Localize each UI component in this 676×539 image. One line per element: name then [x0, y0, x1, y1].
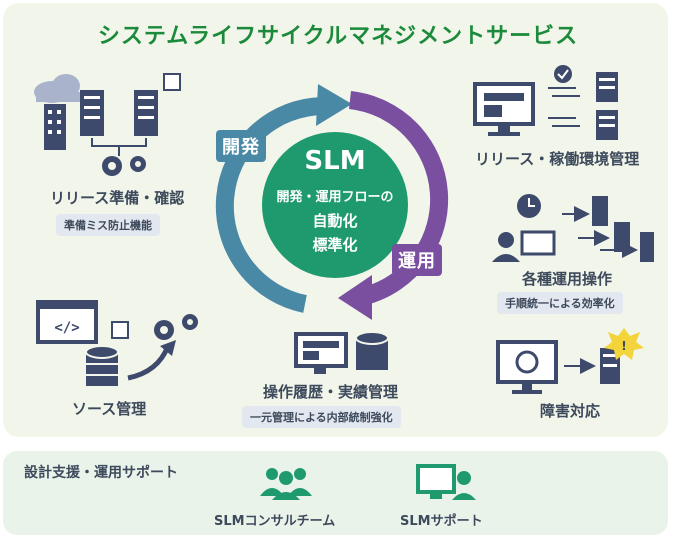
center-line1: 開発・運用フローの [276, 190, 394, 205]
center-line3: 標準化 [312, 236, 358, 254]
code-window-icon: </> [36, 300, 98, 344]
server-icon [600, 348, 620, 384]
monitor-icon [496, 340, 558, 394]
database-icon [355, 331, 389, 370]
release-env-label: リリース・稼働環境管理 [475, 150, 640, 168]
server-icon [592, 196, 654, 262]
slm-support-label: SLMサポート [400, 514, 483, 529]
monitor-icon [294, 332, 348, 374]
release-prep-label: リリース準備・確認 [50, 189, 185, 207]
operator-icon [492, 230, 556, 262]
slm-center-circle [262, 132, 408, 278]
support-panel [3, 451, 668, 535]
cube-icon [163, 73, 181, 91]
clock-icon [517, 194, 541, 218]
team-icon [260, 468, 312, 500]
alert-icon: ! [604, 328, 644, 360]
center-line2: 自動化 [312, 212, 358, 230]
ops-cycle-arrow [338, 91, 449, 320]
ops-tasks-sub: 手順統一による効率化 [497, 292, 623, 314]
gear-icon [154, 314, 198, 340]
consult-team-label: SLMコンサルチーム [214, 514, 336, 529]
history-label: 操作履歴・実績管理 [263, 383, 399, 401]
cloud-icon [34, 74, 80, 103]
exchange-arrows-icon [548, 87, 580, 127]
check-icon [554, 65, 572, 83]
center-acronym: SLM [304, 146, 366, 176]
history-sub: 一元管理による内部統制強化 [242, 406, 401, 428]
dev-tag: 開発 [216, 130, 266, 162]
dev-cycle-arrow [215, 84, 352, 313]
building-icon [44, 104, 66, 150]
server-icon [80, 90, 158, 136]
monitor-icon [473, 82, 535, 136]
cube-icon [111, 321, 129, 339]
ops-tasks-label: 各種運用操作 [522, 270, 613, 288]
incident-label: 障害対応 [540, 402, 601, 420]
support-heading: 設計支援・運用サポート [24, 465, 178, 481]
server-icon [596, 72, 618, 140]
svg-text:</>: </> [54, 320, 79, 336]
release-prep-sub: 準備ミス防止機能 [56, 214, 160, 236]
gear-icon [102, 156, 146, 176]
svg-text:!: ! [621, 339, 626, 353]
source-label: ソース管理 [72, 400, 147, 418]
ops-tag: 運用 [392, 244, 442, 276]
support-monitor-icon [416, 464, 476, 500]
database-icon [85, 345, 119, 386]
page-title: システムライフサイクルマネジメントサービス [97, 24, 579, 49]
